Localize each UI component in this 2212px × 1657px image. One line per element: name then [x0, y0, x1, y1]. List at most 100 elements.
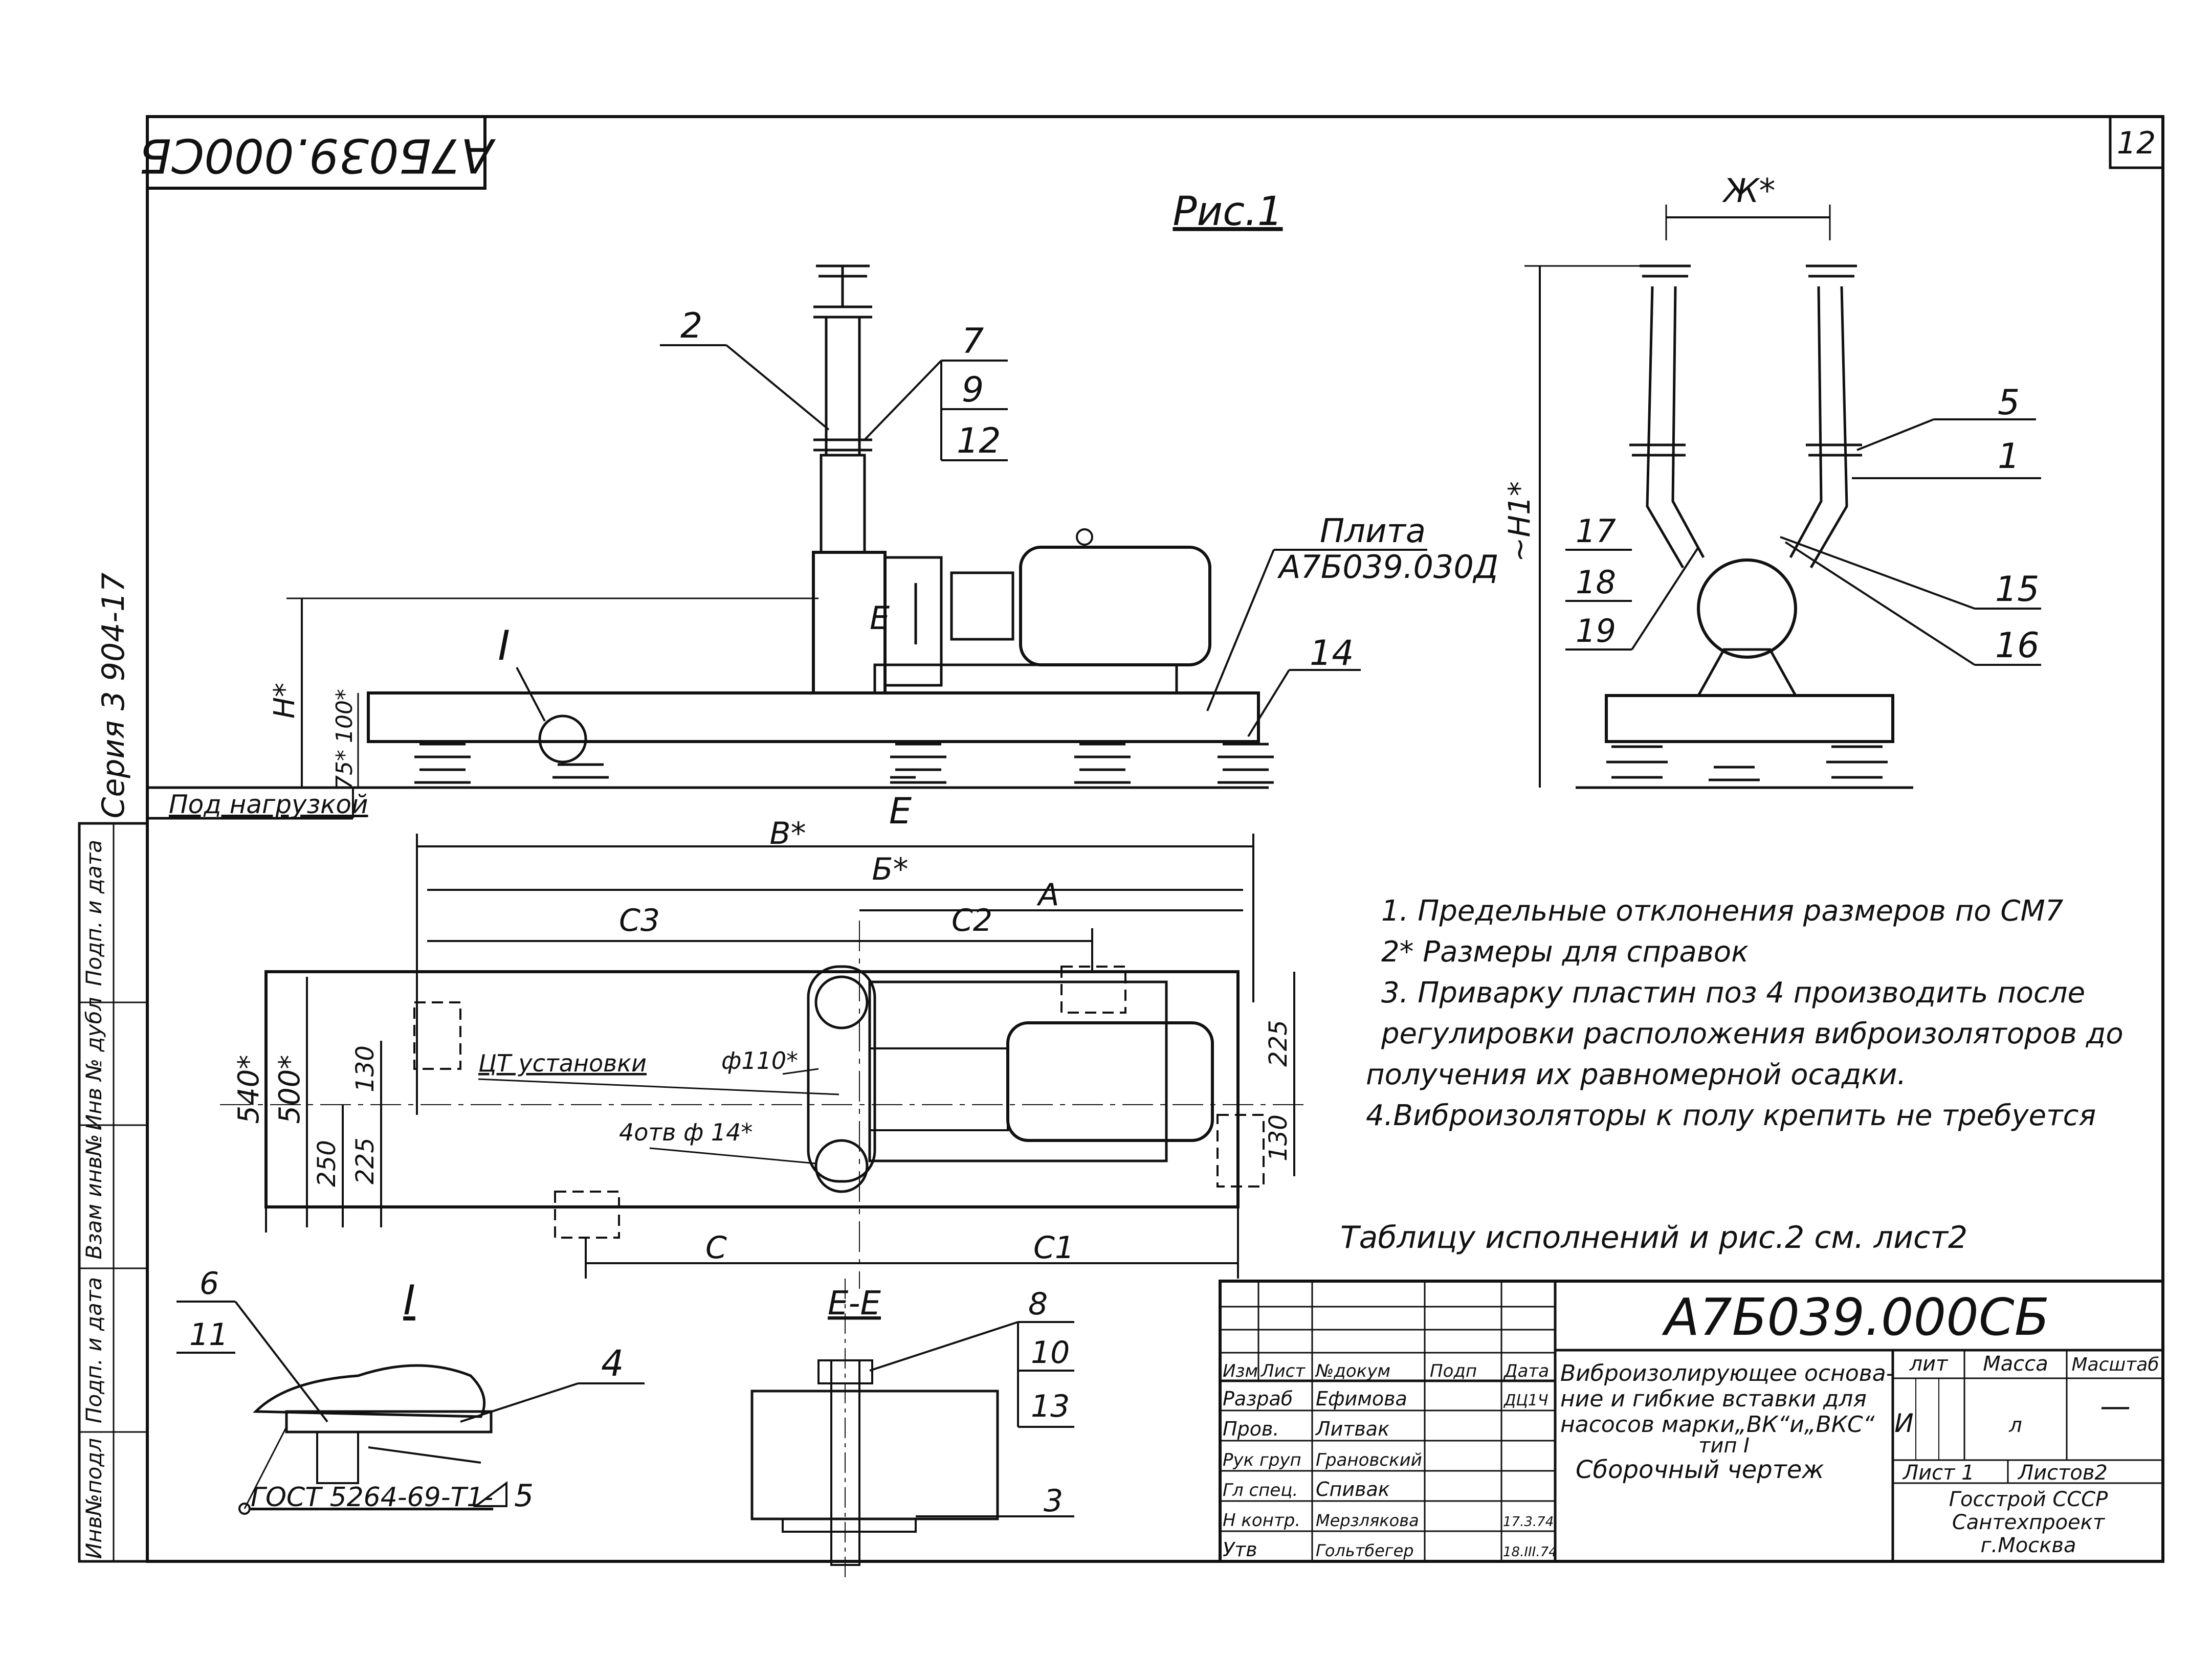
tb-scale-value: — [2100, 1389, 2131, 1424]
holes-label: 4отв ф 14* [619, 1118, 753, 1146]
note-3-cont: регулировки расположения виброизоляторов… [1381, 1017, 2123, 1050]
detail-circle-I [538, 714, 587, 764]
detail-mark-I: I [498, 622, 510, 669]
tb-sheet-label: Лист 1 [1902, 1461, 1975, 1485]
end-view: Ж* ~H1* 5 1 17 18 19 15 16 [1502, 172, 2041, 789]
detail-I-title: I [403, 1277, 415, 1324]
tb-role-1: Пров. [1223, 1418, 1279, 1440]
callout-12: 12 [957, 421, 1001, 461]
callout-13: 13 [1031, 1389, 1070, 1424]
tb-role-4: Н контр. [1223, 1510, 1300, 1531]
tb-col-izm: Изм [1223, 1361, 1258, 1381]
tb-mass-label: Масса [1983, 1352, 2048, 1376]
tb-mass-value: л [2008, 1414, 2022, 1437]
sheet-number-box [2109, 115, 2164, 169]
tb-name-4: Мерзлякова [1316, 1511, 1419, 1530]
tb-org-0: Госстрой СССР [1949, 1488, 2108, 1511]
callout-16: 16 [1995, 625, 2040, 666]
note-2: 2* Размеры для справок [1381, 935, 1749, 969]
plate-label: Плита [1320, 512, 1426, 550]
notes-block: 1. Предельные отклонения размеров по СМ7… [1366, 894, 2123, 1132]
dim-250: 250 [313, 1140, 341, 1187]
tb-lit-label: лит [1909, 1352, 1949, 1376]
note-1: 1. Предельные отклонения размеров по СМ7 [1381, 894, 2064, 928]
sheet-number: 12 [2117, 125, 2156, 161]
dim-A: А [1036, 877, 1059, 913]
callout-5b: 5 [514, 1478, 534, 1514]
base-frame [367, 691, 1260, 743]
tb-lit-value: И [1894, 1408, 1913, 1438]
stamp-box [146, 115, 486, 190]
dim-B: Б* [872, 852, 908, 887]
pump-casing [883, 556, 943, 687]
tb-date-0: ДЦ1Ч [1503, 1392, 1548, 1409]
left-margin-table: Инв№подл Подп. и дата Взам инв№ Инв № ду… [78, 822, 149, 1563]
spring-isolators [414, 743, 1274, 784]
section-mark-top: Е [870, 599, 890, 637]
tb-date-5: 18.III.74 [1503, 1544, 1557, 1560]
tb-date-4: 17.3.74 [1503, 1514, 1554, 1530]
tb-desc-2: насосов марки„ВК“и„ВКС“ [1560, 1412, 1875, 1438]
tb-desc-4: Сборочный чертеж [1576, 1456, 1824, 1484]
gost-label: ГОСТ 5264-69-Т1- [251, 1482, 493, 1513]
detail-I: I 6 11 4 ГОСТ 5264-69-Т1- 5 [176, 1266, 645, 1515]
callout-3: 3 [1044, 1483, 1063, 1519]
tb-role-5: Утв [1223, 1538, 1257, 1561]
tb-desc-0: Виброизолирующее основа- [1560, 1360, 1894, 1386]
dim-Zh: Ж* [1722, 172, 1776, 210]
side-view: Под нагрузкой I Е [147, 264, 1498, 832]
dim-75: 75* [331, 750, 358, 790]
tb-role-3: Гл спец. [1223, 1480, 1298, 1501]
center-label: ЦТ установки [478, 1049, 647, 1077]
callout-18: 18 [1576, 564, 1616, 601]
dim-225-left: 225 [351, 1137, 380, 1184]
callout-6: 6 [200, 1266, 219, 1302]
section-EE: Е-Е 8 10 13 3 [750, 1279, 1074, 1580]
phi110-label: ф110* [721, 1047, 798, 1074]
margin-label-sign1: Подп. и дата [81, 1277, 106, 1423]
tb-org-1: Сантехпроект [1952, 1511, 2106, 1534]
dim-130-left: 130 [351, 1045, 380, 1092]
callout-8: 8 [1028, 1286, 1048, 1322]
note-3-end: получения их равномерной осадки. [1366, 1058, 1906, 1091]
callout-9: 9 [962, 370, 984, 410]
plan-base [264, 970, 1240, 1208]
callout-1: 1 [1998, 436, 2020, 477]
dim-C2: С2 [952, 903, 992, 938]
dim-C: С [705, 1230, 727, 1266]
callout-19: 19 [1576, 612, 1616, 650]
tb-doc-code: А7Б039.000СБ [1662, 1287, 2050, 1347]
margin-label-replace: Взам инв№ [81, 1134, 106, 1259]
callout-11: 11 [189, 1317, 228, 1353]
callout-10: 10 [1031, 1335, 1070, 1371]
margin-label-sign2: Подп. и дата [81, 840, 106, 986]
tb-name-0: Ефимова [1316, 1387, 1407, 1410]
callout-7: 7 [962, 321, 984, 362]
tb-desc-3: тип I [1698, 1434, 1750, 1458]
series-label: Серия 3 904-17 [96, 573, 131, 819]
tb-col-doc: №докум [1315, 1361, 1390, 1381]
plan-view: В* Б* А С3 С2 С С1 540* 500* 250 225 130… [220, 816, 1310, 1289]
callout-5: 5 [1998, 383, 2020, 423]
figure-title: Рис.1 [1173, 189, 1282, 235]
section-EE-title: Е-Е [828, 1285, 881, 1323]
dim-500: 500* [273, 1055, 306, 1124]
dim-H1: ~H1* [1502, 481, 1537, 562]
tb-col-list: Лист [1260, 1361, 1306, 1381]
table-note: Таблицу исполнений и рис.2 см. лист2 [1340, 1220, 1967, 1256]
note-3: 3. Приварку пластин поз 4 производить по… [1381, 976, 2085, 1010]
note-4: 4.Виброизоляторы к полу крепить не требу… [1366, 1099, 2096, 1132]
pump-body-end [1697, 558, 1797, 659]
dim-540: 540* [232, 1055, 266, 1124]
motor [1019, 546, 1211, 666]
section-mark-bottom: Е [889, 790, 912, 832]
under-load-label: Под нагрузкой [169, 790, 368, 819]
tb-col-sign: Подп [1430, 1361, 1477, 1381]
tb-name-2: Грановский [1316, 1450, 1422, 1470]
discharge-pipe [813, 264, 872, 554]
tb-scale-label: Масштаб [2071, 1354, 2159, 1375]
callout-17: 17 [1576, 512, 1616, 550]
tb-desc-1: ние и гибкие вставки для [1560, 1386, 1867, 1412]
plate-code: А7Б039.030Д [1277, 548, 1498, 586]
